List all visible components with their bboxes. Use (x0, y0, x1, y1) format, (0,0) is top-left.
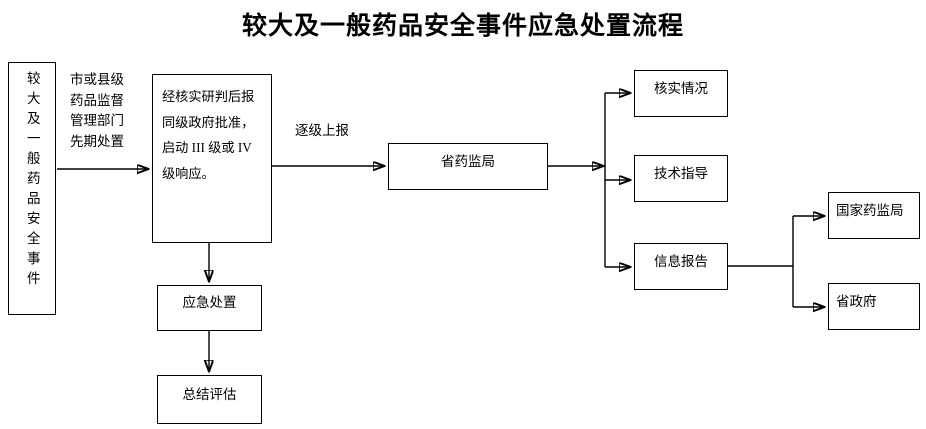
node-technical-guidance-label: 技术指导 (654, 166, 708, 181)
node-verify-situation-label: 核实情况 (654, 81, 708, 96)
node-provincial-government[interactable]: 省政府 (828, 283, 920, 330)
node-national-drug-admin-label: 国家药监局 (836, 203, 904, 218)
node-information-report-label: 信息报告 (654, 254, 708, 269)
node-emergency-disposal-label: 应急处置 (182, 295, 237, 310)
edge-label-city-county: 市或县级 药品监督 管理部门 先期处置 (70, 72, 124, 149)
node-summary-evaluation[interactable]: 总结评估 (157, 375, 262, 424)
node-verify-situation[interactable]: 核实情况 (634, 70, 728, 117)
edge-label-escalate: 逐级上报 (295, 123, 349, 138)
node-incident[interactable]: 较大及一般药品安全事件 (8, 62, 56, 315)
node-national-drug-admin[interactable]: 国家药监局 (828, 192, 920, 239)
node-incident-label: 较大及一般药品安全事件 (24, 71, 40, 291)
node-main-process-label: 经核实研判后报同级政府批准，启动 III 级或 IV 级响应。 (162, 89, 255, 182)
node-provincial-drug-admin-label: 省药监局 (441, 154, 495, 169)
node-information-report[interactable]: 信息报告 (634, 243, 728, 290)
node-provincial-drug-admin[interactable]: 省药监局 (388, 143, 548, 190)
node-provincial-government-label: 省政府 (836, 294, 877, 309)
page-title: 较大及一般药品安全事件应急处置流程 (241, 13, 684, 40)
node-technical-guidance[interactable]: 技术指导 (634, 155, 728, 202)
node-main-process[interactable]: 经核实研判后报同级政府批准，启动 III 级或 IV 级响应。 (152, 74, 272, 243)
node-emergency-disposal[interactable]: 应急处置 (157, 285, 262, 331)
node-summary-evaluation-label: 总结评估 (182, 387, 237, 402)
